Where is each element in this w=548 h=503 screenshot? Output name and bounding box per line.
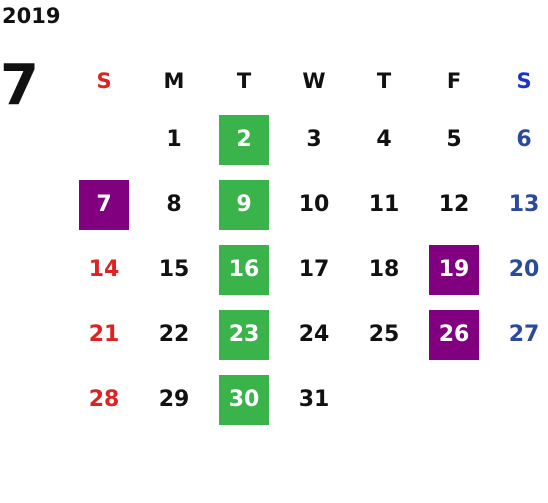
weekday-header-tue: T	[236, 69, 252, 93]
weekday-header-mon: M	[163, 69, 185, 93]
day-cell[interactable]: 21	[69, 302, 139, 367]
day-number: 14	[88, 257, 120, 282]
day-cell[interactable]: 25	[349, 302, 419, 367]
day-cell[interactable]: 15	[139, 237, 209, 302]
day-number: 24	[298, 322, 330, 347]
day-number: 3	[306, 127, 322, 152]
day-cell[interactable]: 30	[209, 367, 279, 432]
day-cell[interactable]: 31	[279, 367, 349, 432]
day-number: 5	[446, 127, 462, 152]
day-cell[interactable]: 3	[279, 107, 349, 172]
day-number-highlight: 30	[219, 374, 269, 425]
day-cell[interactable]: 17	[279, 237, 349, 302]
day-cell[interactable]: 18	[349, 237, 419, 302]
day-number: 27	[508, 322, 540, 347]
day-number: 8	[166, 192, 182, 217]
day-number: 15	[158, 257, 190, 282]
weekday-header-thu: T	[376, 69, 392, 93]
weekday-header-fri: F	[446, 69, 462, 93]
day-cell[interactable]: 10	[279, 172, 349, 237]
day-number	[79, 115, 129, 165]
day-cell[interactable]: 23	[209, 302, 279, 367]
day-number-highlight: 9	[219, 179, 269, 230]
day-cell[interactable]: 20	[489, 237, 548, 302]
day-cell[interactable]: 22	[139, 302, 209, 367]
day-number	[499, 375, 548, 425]
day-number	[359, 375, 409, 425]
day-number: 25	[368, 322, 400, 347]
day-number: 29	[158, 387, 190, 412]
day-cell[interactable]: 13	[489, 172, 548, 237]
day-cell[interactable]: 19	[419, 237, 489, 302]
day-number: 20	[508, 257, 540, 282]
weekday-header-sun: S	[96, 69, 112, 93]
day-cell[interactable]: 14	[69, 237, 139, 302]
day-number: 13	[508, 192, 540, 217]
month-label: 7	[0, 53, 39, 118]
day-number-highlight: 26	[429, 309, 479, 360]
day-number: 6	[516, 127, 532, 152]
day-number: 4	[376, 127, 392, 152]
day-number: 22	[158, 322, 190, 347]
day-cell[interactable]: 7	[69, 172, 139, 237]
day-cell[interactable]: 11	[349, 172, 419, 237]
day-number: 21	[88, 322, 120, 347]
day-cell[interactable]: 27	[489, 302, 548, 367]
day-cell[interactable]: 28	[69, 367, 139, 432]
day-number-highlight: 19	[429, 244, 479, 295]
day-cell[interactable]: 16	[209, 237, 279, 302]
day-number: 12	[438, 192, 470, 217]
day-cell[interactable]: 12	[419, 172, 489, 237]
day-number: 31	[298, 387, 330, 412]
day-number: 17	[298, 257, 330, 282]
day-number	[429, 375, 479, 425]
day-cell[interactable]: 9	[209, 172, 279, 237]
day-number: 1	[166, 127, 182, 152]
day-number: 11	[368, 192, 400, 217]
day-cell-empty	[419, 367, 489, 432]
day-cell	[69, 107, 139, 172]
calendar-grid: S M T W T F S 1 2 3 4 5 6 7 8 9 10 11 12…	[69, 55, 548, 432]
day-cell[interactable]: 26	[419, 302, 489, 367]
day-number: 10	[298, 192, 330, 217]
day-number-highlight: 2	[219, 114, 269, 165]
day-number: 18	[368, 257, 400, 282]
weekday-header-sat: S	[516, 69, 532, 93]
day-cell[interactable]: 29	[139, 367, 209, 432]
day-number-highlight: 23	[219, 309, 269, 360]
day-cell[interactable]: 4	[349, 107, 419, 172]
day-cell-empty	[349, 367, 419, 432]
day-cell-empty	[489, 367, 548, 432]
day-cell[interactable]: 5	[419, 107, 489, 172]
day-cell[interactable]: 1	[139, 107, 209, 172]
day-number-highlight: 7	[79, 179, 129, 230]
year-label: 2019	[2, 4, 61, 28]
day-cell[interactable]: 2	[209, 107, 279, 172]
weekday-header-wed: W	[302, 69, 326, 93]
day-number-highlight: 16	[219, 244, 269, 295]
day-cell[interactable]: 6	[489, 107, 548, 172]
day-number: 28	[88, 387, 120, 412]
day-cell[interactable]: 24	[279, 302, 349, 367]
day-cell[interactable]: 8	[139, 172, 209, 237]
